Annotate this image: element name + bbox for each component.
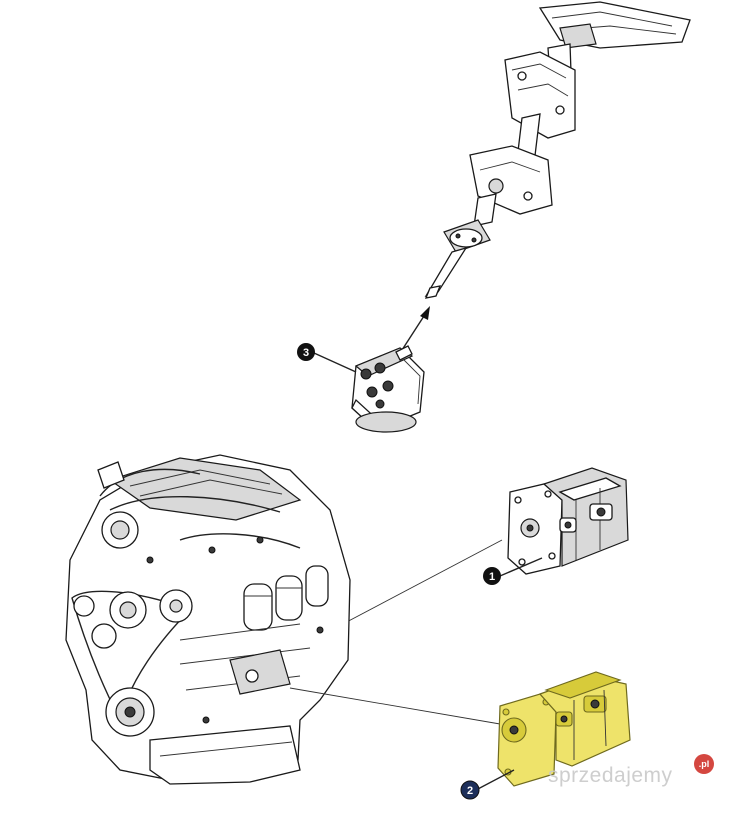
callout-2-leader-engine (289, 687, 501, 725)
watermark-tld-text: .pl (699, 759, 710, 769)
steering-unit (351, 345, 425, 433)
callout-3-label: 3 (303, 347, 309, 359)
callout-2: 2 (460, 769, 515, 800)
watermark-brand-text: sprzedajemy (548, 764, 673, 787)
direction-arrow (401, 306, 430, 351)
callout-3-marker (297, 343, 315, 361)
pump-1 (507, 467, 629, 575)
pump-2-highlighted (497, 671, 631, 787)
callout-2-marker (460, 780, 480, 800)
engine-assembly (65, 454, 351, 785)
callout-1-label: 1 (489, 571, 495, 583)
watermark-badge-icon (694, 754, 714, 774)
watermark: sprzedajemy .pl (548, 754, 714, 787)
callout-2-label: 2 (467, 785, 473, 797)
callout-1-marker (483, 567, 501, 585)
steering-column (424, 1, 691, 299)
callout-3: 3 (297, 343, 357, 373)
